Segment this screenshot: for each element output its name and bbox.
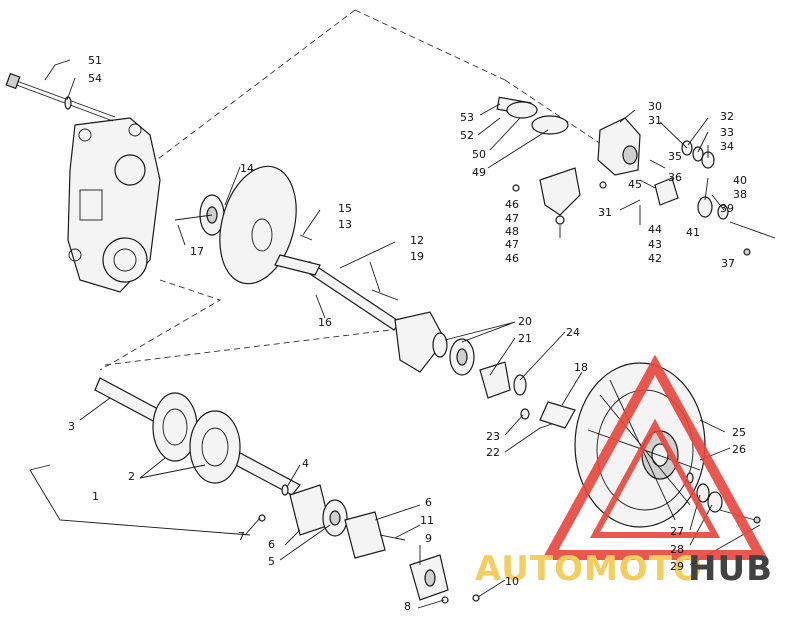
- callout-32: 32: [720, 110, 734, 123]
- callout-46: 46: [505, 252, 519, 265]
- callout-52: 52: [460, 129, 474, 142]
- callout-31: 31: [598, 206, 612, 219]
- callout-20: 20: [518, 315, 532, 328]
- callout-23: 23: [486, 430, 500, 443]
- callout-12: 12: [410, 234, 424, 247]
- callout-10: 10: [505, 575, 519, 588]
- callout-16: 16: [318, 316, 332, 329]
- bearing-stack: [394, 311, 553, 429]
- watermark-triangle-logo: [541, 354, 769, 560]
- disc-hardware: [686, 472, 761, 524]
- callout-43: 43: [648, 238, 662, 251]
- callout-34: 34: [720, 140, 734, 153]
- callout-1: 1: [92, 490, 99, 503]
- callout-17: 17: [190, 245, 204, 258]
- callout-11: 11: [420, 514, 434, 527]
- callout-22: 22: [486, 446, 500, 459]
- callout-49: 49: [472, 166, 486, 179]
- callout-13: 13: [338, 218, 352, 231]
- callout-7: 7: [238, 530, 245, 543]
- callout-5: 5: [268, 555, 275, 568]
- drive-sprockets-2: [152, 392, 241, 484]
- callout-46: 46: [505, 198, 519, 211]
- callout-44: 44: [648, 223, 662, 236]
- brake-disc-assembly: [174, 165, 297, 285]
- watermark-triangle-inner: [589, 418, 721, 538]
- callout-29: 29: [670, 560, 684, 573]
- callout-47: 47: [505, 238, 519, 251]
- callout-50: 50: [472, 148, 486, 161]
- callout-47: 47: [505, 212, 519, 225]
- callout-36: 36: [668, 171, 682, 184]
- bearing-flange-left: [281, 484, 386, 559]
- bolt-51: [5, 72, 116, 122]
- callout-21: 21: [518, 332, 532, 345]
- callout-9: 9: [425, 532, 432, 545]
- callout-54: 54: [88, 72, 102, 85]
- callout-41: 41: [686, 226, 700, 239]
- callout-6: 6: [425, 496, 432, 509]
- watermark-brand-part1: AUTOMOTO: [475, 549, 703, 589]
- callout-6: 6: [268, 538, 275, 551]
- callout-4: 4: [302, 457, 309, 470]
- bearing-housing-9: [258, 514, 480, 604]
- callout-15: 15: [338, 202, 352, 215]
- callout-45: 45: [628, 178, 642, 191]
- spacer-18: [539, 401, 576, 429]
- callout-48: 48: [505, 225, 519, 238]
- callout-42: 42: [648, 252, 662, 265]
- callout-27: 27: [670, 525, 684, 538]
- watermark: AUTOMOTO HUB: [475, 354, 773, 589]
- callout-40: 40: [733, 174, 747, 187]
- callout-39: 39: [720, 202, 734, 215]
- leader-lines: [29, 59, 761, 609]
- caliper-hardware: [649, 140, 776, 256]
- callout-25: 25: [732, 426, 746, 439]
- callout-51: 51: [88, 54, 102, 67]
- callout-37: 37: [721, 257, 735, 270]
- callout-53: 53: [460, 111, 474, 124]
- callout-31: 31: [648, 114, 662, 127]
- callout-26: 26: [732, 443, 746, 456]
- callout-18: 18: [574, 361, 588, 374]
- callout-2: 2: [128, 470, 135, 483]
- watermark-brand-part2: HUB: [688, 549, 773, 589]
- jackshaft-12: [274, 234, 401, 331]
- callout-19: 19: [410, 250, 424, 263]
- callout-8: 8: [404, 600, 411, 613]
- callout-3: 3: [68, 420, 75, 433]
- callout-35: 35: [668, 150, 682, 163]
- callout-30: 30: [648, 100, 662, 113]
- chaincase-housing: [67, 117, 161, 293]
- callout-38: 38: [733, 188, 747, 201]
- assembly-guide-lines: [99, 9, 611, 371]
- callout-14: 14: [240, 162, 254, 175]
- callout-28: 28: [670, 543, 684, 556]
- brake-pads-49-50: [496, 96, 569, 135]
- callout-33: 33: [720, 126, 734, 139]
- brake-bracket: [512, 167, 581, 238]
- callout-24: 24: [566, 326, 580, 339]
